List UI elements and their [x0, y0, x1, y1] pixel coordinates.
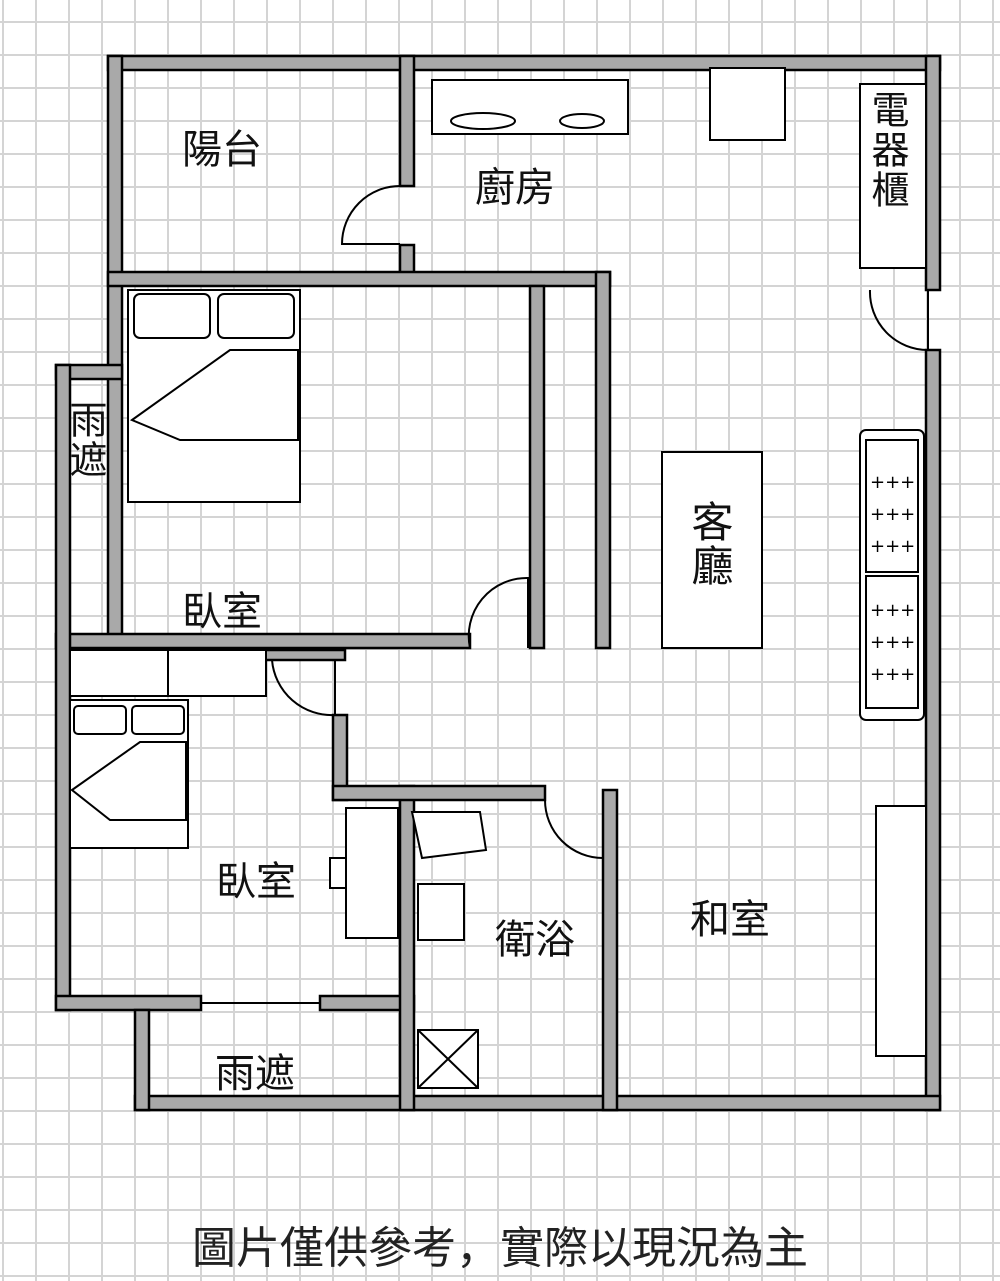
chair: [329, 857, 347, 889]
wall-bathroom-right: [601, 788, 619, 1112]
fridge: [709, 67, 786, 141]
door-bathroom: [544, 799, 604, 860]
label-japanese-room: 和室: [690, 897, 770, 943]
svg-text:+++: +++: [870, 536, 915, 557]
svg-text:+++: +++: [870, 664, 915, 685]
walls: [54, 54, 942, 1112]
furniture: [69, 67, 927, 1089]
desk: [345, 807, 399, 939]
disclaimer-footer: 圖片僅供參考，實際以現況為主: [192, 1223, 808, 1274]
wall-bedroom2-bottom-left: [54, 994, 203, 1012]
wall-bedroom-right: [594, 270, 612, 650]
burner-icon: [559, 113, 605, 129]
wall-left-upper: [106, 54, 124, 648]
tv-cabinet: [875, 805, 927, 1057]
wall-door-frame: [260, 648, 347, 662]
label-appliance-cabinet: 電器櫃: [865, 90, 909, 210]
wall-rain-bottom-left: [133, 1008, 151, 1112]
label-bathroom: 衛浴: [495, 917, 575, 963]
wall-right-upper: [924, 54, 942, 292]
wall-bedroom-top: [106, 270, 612, 288]
wall-bottom: [133, 1094, 942, 1112]
wall-bedroom-bottom: [54, 632, 472, 650]
svg-text:+++: +++: [870, 632, 915, 653]
wall-balcony-kitchen: [398, 54, 416, 188]
svg-text:+++: +++: [870, 600, 915, 621]
pillow: [133, 293, 211, 339]
shower-drain-icon: [417, 1029, 479, 1089]
blanket: [129, 349, 299, 441]
wall-top: [106, 54, 942, 72]
label-kitchen: 廚房: [475, 165, 555, 211]
pillow: [131, 705, 185, 735]
doors: [200, 185, 929, 1004]
wall-bathroom-top: [331, 784, 547, 802]
door-balcony: [340, 185, 401, 245]
label-rain-shelter-left: 雨遮: [63, 400, 107, 480]
sofa-cushion: [865, 575, 919, 709]
blanket: [70, 741, 187, 821]
sofa-cushion: [865, 439, 919, 573]
sink: [417, 883, 465, 941]
door-entrance: [868, 289, 929, 352]
wall-right-lower: [924, 348, 942, 1112]
label-bedroom-main: 臥室: [182, 589, 262, 635]
coffee-table: [661, 451, 763, 649]
wall-bathroom-left: [398, 784, 416, 1112]
label-living-room: 客廳: [685, 500, 734, 588]
wall-balcony-kitchen-lower: [398, 243, 416, 277]
pillow: [217, 293, 295, 339]
label-bedroom-second: 臥室: [216, 859, 296, 905]
label-balcony: 陽台: [182, 127, 262, 173]
pillow: [73, 705, 127, 735]
label-rain-shelter-bottom: 雨遮: [215, 1051, 295, 1097]
appliance-cabinet: [859, 83, 927, 269]
wall-wardrobe: [528, 284, 546, 650]
toilet: [410, 811, 488, 860]
svg-text:+++: +++: [870, 504, 915, 525]
svg-text:+++: +++: [870, 472, 915, 493]
door-bedroom: [467, 576, 529, 649]
sofa-pattern: +++ +++ +++ +++ +++ +++: [870, 472, 915, 685]
burner-icon: [450, 112, 516, 130]
door-bedroom2: [271, 659, 336, 717]
